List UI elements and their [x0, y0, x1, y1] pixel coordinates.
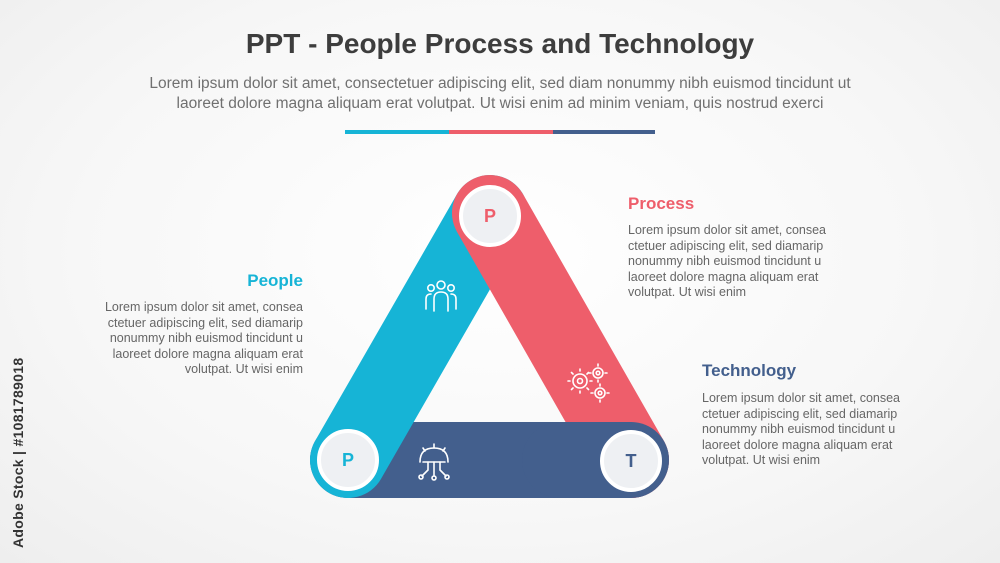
process-description: Lorem ipsum dolor sit amet, consea ctetu… [628, 223, 863, 301]
divider-segment-people [345, 130, 449, 134]
circuit-brain-icon [418, 443, 450, 481]
divider-segment-technology [553, 130, 655, 134]
page-subtitle: Lorem ipsum dolor sit amet, consectetuer… [70, 74, 930, 114]
process-description-line: laoreet dolore magna aliquam erat [628, 269, 819, 284]
technology-node-letter: T [626, 451, 637, 471]
process-node-letter: P [484, 206, 496, 226]
process-band [452, 175, 669, 498]
technology-description-line: volutpat. Ut wisi enim [702, 453, 821, 468]
process-description-line: volutpat. Ut wisi enim [628, 285, 747, 300]
people-description-line: ctetuer adipiscing elit, sed diamarip [107, 315, 303, 330]
people-band [310, 175, 528, 498]
people-description: Lorem ipsum dolor sit amet, consea ctetu… [68, 300, 303, 378]
divider-segment-process [449, 130, 553, 134]
people-title: People [247, 271, 303, 290]
gears-icon [567, 363, 610, 403]
process-description-line: nonummy nibh euismod tincidunt u [628, 254, 822, 269]
subtitle-line: Lorem ipsum dolor sit amet, consectetuer… [149, 75, 851, 92]
process-description-line: ctetuer adipiscing elit, sed diamarip [628, 238, 824, 253]
people-node-circle [317, 429, 379, 491]
process-title: Process [628, 194, 695, 213]
technology-title: Technology [702, 361, 797, 380]
people-node-letter: P [342, 450, 354, 470]
technology-description-line: nonummy nibh euismod tincidunt u [702, 422, 896, 437]
subtitle-line: laoreet dolore magna aliquam erat volutp… [176, 95, 824, 112]
technology-description: Lorem ipsum dolor sit amet, consea ctetu… [702, 391, 937, 469]
technology-node-circle [600, 430, 662, 492]
stock-credit: Adobe Stock | #1081789018 [10, 357, 26, 548]
people-description-line: laoreet dolore magna aliquam erat [112, 346, 303, 361]
technology-description-line: laoreet dolore magna aliquam erat [702, 437, 893, 452]
process-description-line: Lorem ipsum dolor sit amet, consea [628, 223, 827, 237]
technology-description-line: Lorem ipsum dolor sit amet, consea [702, 391, 901, 405]
people-description-line: Lorem ipsum dolor sit amet, consea [104, 300, 303, 314]
people-group-icon [425, 280, 457, 312]
people-description-line: volutpat. Ut wisi enim [184, 362, 303, 377]
people-description-line: nonummy nibh euismod tincidunt u [109, 331, 303, 346]
process-node-circle [459, 185, 521, 247]
technology-description-line: ctetuer adipiscing elit, sed diamarip [702, 406, 898, 421]
page-title: PPT - People Process and Technology [245, 28, 755, 59]
